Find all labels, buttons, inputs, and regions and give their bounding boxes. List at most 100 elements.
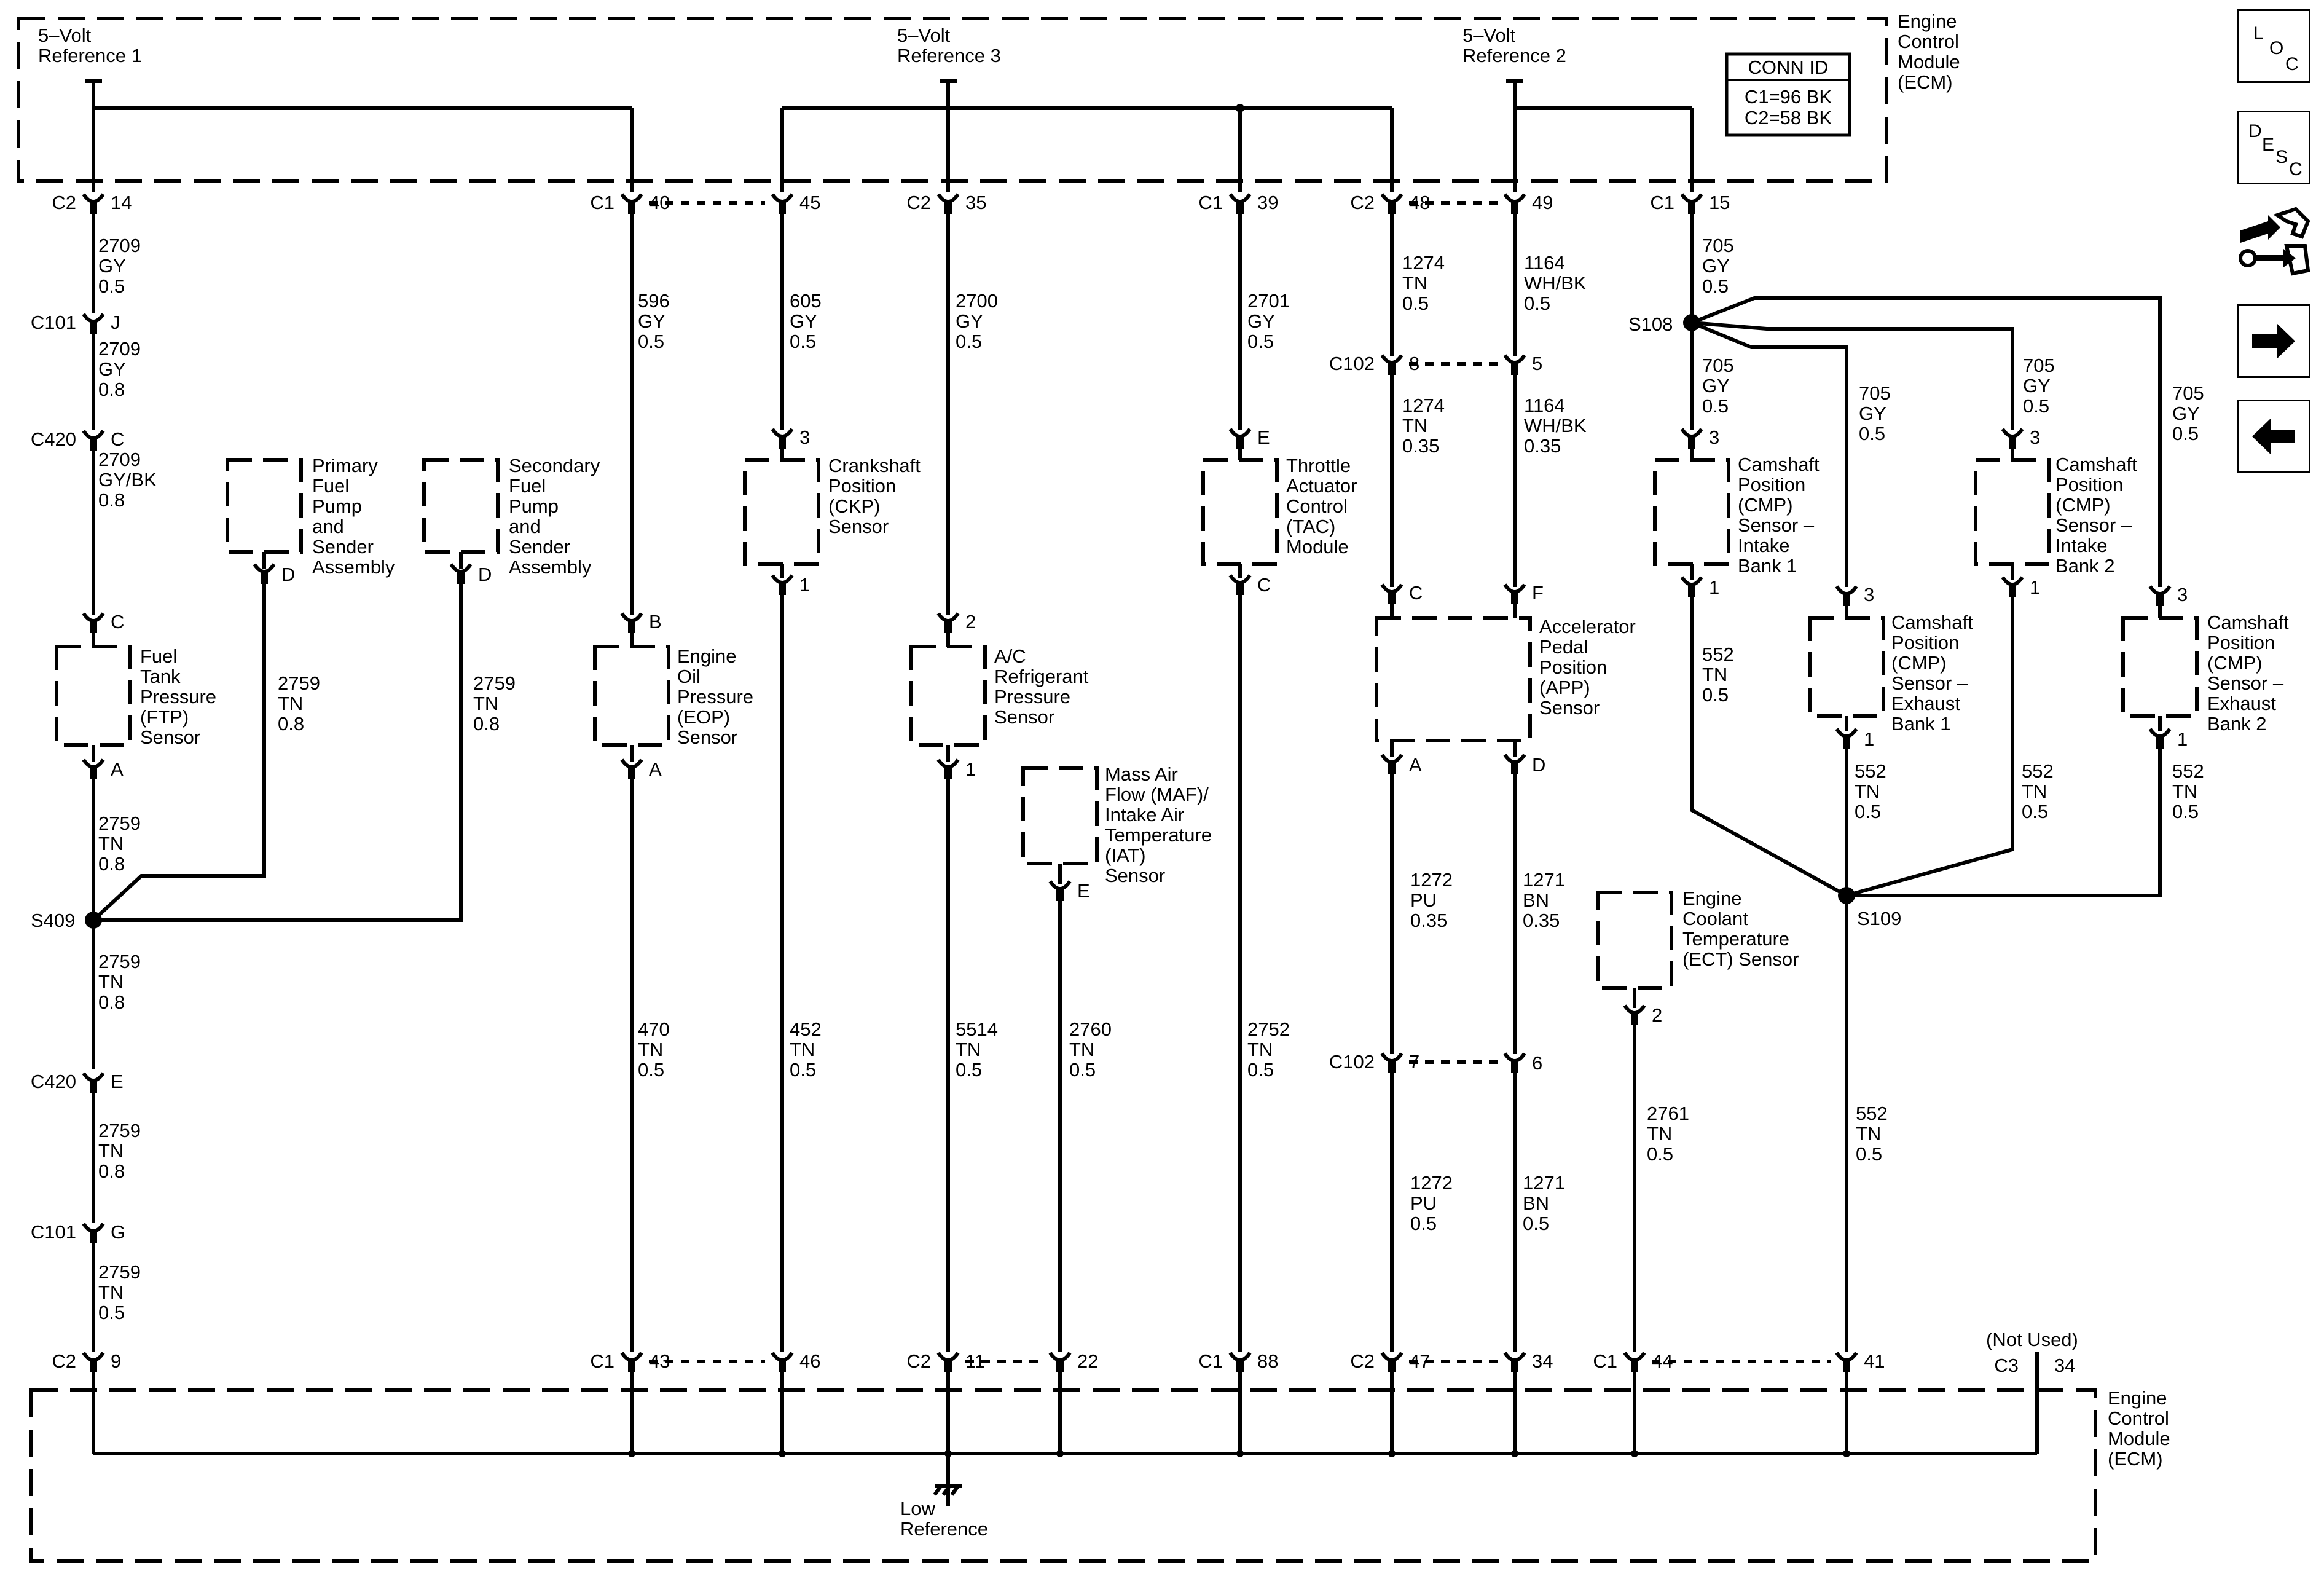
cmp-label-line: (CMP): [1738, 494, 1793, 516]
connector-id: C3: [1994, 1355, 2019, 1376]
wire-label-line: 0.8: [98, 853, 125, 875]
conn-id-title: CONN ID: [1748, 57, 1829, 78]
arrow-left-icon: [2252, 419, 2295, 454]
connector-id: C420: [31, 1071, 76, 1092]
wire-label-line: 1274: [1402, 252, 1445, 274]
ckp-label-line: Sensor: [828, 516, 889, 537]
cmp-label-line: Camshaft: [2207, 612, 2289, 633]
wire-label-line: 705: [1702, 355, 1734, 376]
wire-label-line: 0.5: [1069, 1059, 1096, 1081]
wire-label-line: 552: [1702, 644, 1734, 665]
wire-label-line: 0.5: [1247, 1059, 1274, 1081]
cmp-label-line: Sensor –: [1738, 514, 1815, 536]
primary-fuel-pump-box: [226, 458, 303, 554]
ground-icon: [933, 1485, 943, 1496]
maf-iat-label-line: Temperature: [1105, 824, 1212, 846]
maf-iat-label-line: (IAT): [1105, 845, 1146, 866]
ect-sensor-box: [1596, 891, 1673, 990]
pin-number: D: [281, 564, 295, 585]
app-label-line: Accelerator: [1539, 616, 1636, 637]
wire-label-line: 452: [790, 1018, 822, 1040]
pin-number: C: [111, 428, 124, 450]
wire-label-line: 0.35: [1523, 910, 1560, 931]
ecm-top-label-line: Module: [1898, 51, 1960, 73]
wire-label-line: 0.5: [1856, 1143, 1882, 1165]
wire-label-line: TN: [2022, 781, 2047, 802]
cmp-return: [1690, 595, 1848, 897]
cmp-feed: [1691, 321, 2014, 430]
ecm-top-box: [17, 17, 1888, 183]
wire-label-line: TN: [638, 1039, 663, 1060]
ecm-bottom-label-line: Engine: [2108, 1387, 2167, 1409]
bus-junction: [1388, 1450, 1396, 1457]
primary-pump-label-line: and: [312, 516, 344, 537]
low-reference-label-line: Low: [900, 1498, 935, 1519]
prev-button[interactable]: [2237, 400, 2310, 473]
wire-label-line: PU: [1410, 1192, 1437, 1214]
cmp-label-line: (CMP): [2055, 494, 2111, 516]
ckp-label-line: Position: [828, 475, 896, 497]
secondary-fuel-pump-box: [422, 458, 500, 554]
cmp-label-line: (CMP): [2207, 652, 2263, 674]
location-button[interactable]: L O C: [2237, 9, 2310, 83]
wire-label-line: WH/BK: [1524, 415, 1587, 436]
wire-label-line: 0.5: [1859, 423, 1885, 444]
pin-number: 49: [1532, 192, 1553, 213]
bus-junction: [1843, 1450, 1850, 1457]
wire-label-line: GY: [2172, 403, 2200, 424]
ref3-label-line: 5–Volt: [897, 25, 951, 46]
secondary-pump-label-line: Sender: [509, 536, 570, 557]
ftp-label-line: Tank: [140, 666, 181, 687]
primary-pump-label-line: Primary: [312, 455, 378, 476]
connector-id: C420: [31, 428, 76, 450]
ect-label-line: (ECT) Sensor: [1682, 948, 1799, 970]
pin-number: 88: [1257, 1350, 1278, 1372]
wire-label-line: 705: [1859, 382, 1891, 404]
wire-label-line: 2760: [1069, 1018, 1112, 1040]
wire-label-line: 705: [1702, 235, 1734, 256]
wire-label-line: 0.5: [98, 275, 125, 297]
wire-label-line: 0.35: [1402, 435, 1439, 457]
cmp-label-line: Sensor –: [2207, 672, 2284, 694]
wire-label-line: 0.5: [2022, 801, 2048, 822]
maf-iat-sensor-box: [1021, 766, 1099, 865]
next-button[interactable]: [2237, 304, 2310, 378]
cmp-sensor-box: [1653, 458, 1730, 566]
pin-number: 6: [1532, 1052, 1542, 1074]
wire-label-line: TN: [1247, 1039, 1273, 1060]
pin-number: 9: [111, 1350, 121, 1372]
ecm-bottom-label-line: (ECM): [2108, 1448, 2163, 1470]
pin-number: 1: [965, 758, 976, 780]
tac-label-line: (TAC): [1286, 516, 1335, 537]
wire-label-line: 1274: [1402, 395, 1445, 416]
ckp-label-line: (CKP): [828, 495, 880, 517]
conn-id-box: [1725, 52, 1851, 137]
ac-pressure-label-line: Refrigerant: [994, 666, 1089, 687]
ftp-label-line: Sensor: [140, 726, 200, 748]
wire-label-line: GY: [1702, 255, 1730, 277]
wire-label-line: TN: [278, 693, 303, 714]
bus-junction: [628, 1450, 635, 1457]
description-button[interactable]: D E S C: [2237, 111, 2310, 184]
pin-number: 1: [2177, 728, 2188, 750]
pin-number: 1: [2030, 577, 2040, 598]
primary-pump-label-line: Fuel: [312, 475, 349, 497]
conn-id-c2: C2=58 BK: [1745, 107, 1832, 128]
wire-label-line: GY: [956, 310, 983, 332]
bus-junction: [944, 1450, 952, 1457]
connector-tool-icon[interactable]: [2234, 203, 2314, 283]
pin-number: 45: [799, 192, 820, 213]
ecm-bottom-box: [29, 1388, 2097, 1563]
ftp-label-line: Fuel: [140, 645, 177, 667]
cmp-label-line: Bank 2: [2207, 713, 2267, 734]
wire-label-line: TN: [1856, 1123, 1881, 1144]
wire-label-line: 1271: [1523, 869, 1565, 891]
wire-label-line: BN: [1523, 889, 1549, 911]
wire-label-line: 5514: [956, 1018, 998, 1040]
loc-c: C: [2285, 54, 2299, 74]
wire-label-line: 2759: [278, 672, 320, 694]
wire-label-line: 0.8: [278, 713, 304, 734]
connector-id: C2: [1350, 1350, 1375, 1372]
eop-label-line: (EOP): [677, 706, 730, 728]
connector-id: C102: [1329, 353, 1375, 374]
